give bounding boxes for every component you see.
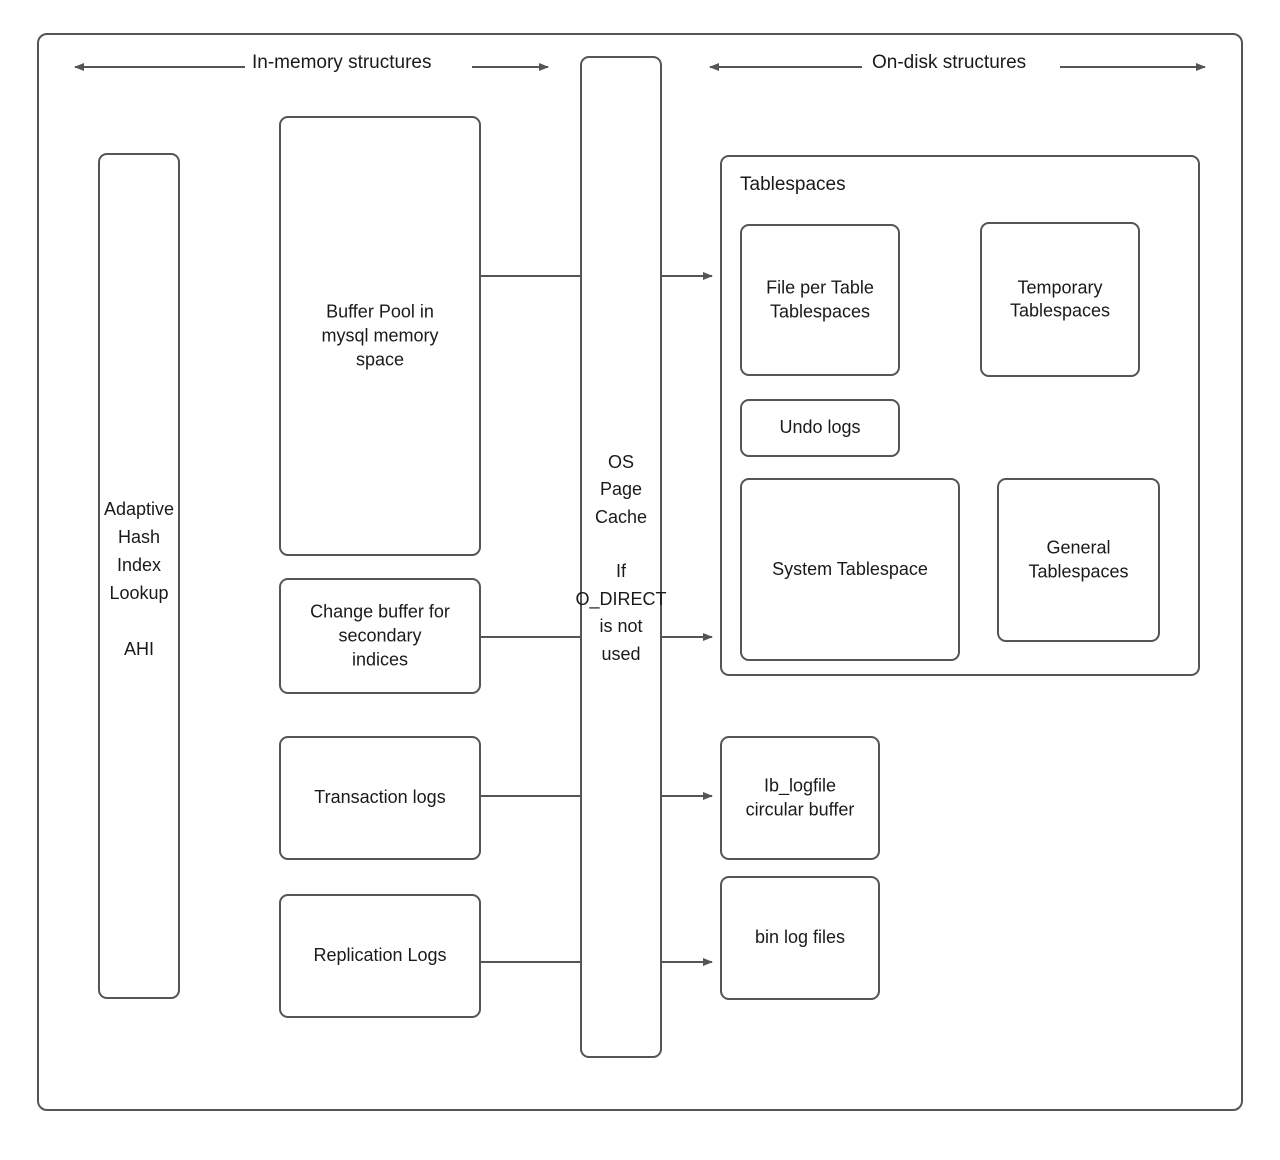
band-label-in-memory: In-memory structures — [252, 52, 432, 73]
node-change-buffer[interactable]: Change buffer for secondary indices — [279, 578, 481, 694]
node-file-per-table-tablespaces-label: File per Table Tablespaces — [766, 277, 874, 321]
node-general-tablespaces[interactable]: General Tablespaces — [997, 478, 1160, 642]
node-ib-logfile[interactable]: Ib_logfile circular buffer — [720, 736, 880, 860]
node-ib-logfile-label: Ib_logfile circular buffer — [745, 775, 855, 819]
node-adaptive-hash-index[interactable] — [98, 153, 180, 999]
group-tablespaces-title: Tablespaces — [740, 174, 846, 195]
node-os-page-cache[interactable] — [580, 56, 662, 1058]
node-replication-logs[interactable]: Replication Logs — [279, 894, 481, 1018]
node-buffer-pool-label: Buffer Pool in mysql memory space — [321, 301, 439, 369]
node-file-per-table-tablespaces[interactable]: File per Table Tablespaces — [740, 224, 900, 376]
node-system-tablespace-label: System Tablespace — [772, 558, 928, 579]
node-replication-logs-label: Replication Logs — [313, 945, 447, 966]
node-undo-logs-label: Undo logs — [779, 417, 861, 438]
node-transaction-logs[interactable]: Transaction logs — [279, 736, 481, 860]
node-adaptive-hash-index-label: Adaptive Hash Index Lookup AHI — [103, 499, 175, 660]
node-bin-log-files-label: bin log files — [754, 927, 846, 948]
band-label-on-disk: On-disk structures — [872, 52, 1027, 73]
node-bin-log-files[interactable]: bin log files — [720, 876, 880, 1000]
node-os-page-cache-label: OS Page Cache If O_DIRECT is not used — [575, 452, 667, 664]
node-system-tablespace[interactable]: System Tablespace — [740, 478, 960, 661]
node-undo-logs[interactable]: Undo logs — [740, 399, 900, 457]
node-transaction-logs-label: Transaction logs — [314, 787, 446, 808]
node-general-tablespaces-label: General Tablespaces — [1028, 537, 1129, 581]
node-temporary-tablespaces-label: Temporary Tablespaces — [1009, 276, 1111, 321]
node-buffer-pool[interactable]: Buffer Pool in mysql memory space — [279, 116, 481, 556]
node-change-buffer-label: Change buffer for secondary indices — [310, 601, 450, 669]
node-temporary-tablespaces[interactable]: Temporary Tablespaces — [980, 222, 1140, 377]
